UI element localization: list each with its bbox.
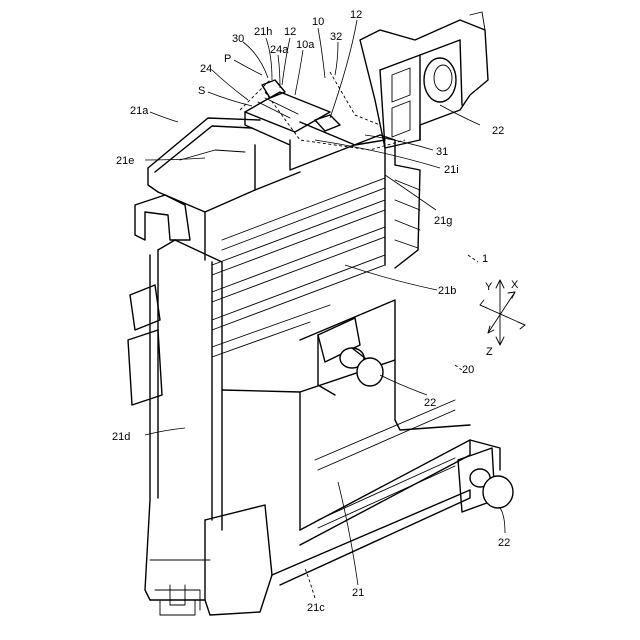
axis-label-z: Z bbox=[486, 346, 493, 358]
label-10: 10 bbox=[312, 16, 324, 28]
axis-label-x: X bbox=[511, 279, 519, 291]
label-21e: 21e bbox=[116, 155, 134, 167]
pin-lower bbox=[458, 448, 513, 512]
label-21h: 21h bbox=[254, 26, 272, 38]
label-22-lower: 22 bbox=[498, 537, 510, 549]
label-21d: 21d bbox=[112, 431, 130, 443]
label-1: 1 bbox=[482, 253, 488, 265]
label-30: 30 bbox=[232, 33, 244, 45]
label-10a: 10a bbox=[296, 39, 315, 51]
pin-middle bbox=[318, 318, 383, 395]
label-24: 24 bbox=[200, 63, 212, 75]
label-21c: 21c bbox=[307, 602, 325, 614]
label-22-top: 22 bbox=[492, 125, 504, 137]
connector-block-top bbox=[360, 12, 488, 148]
label-21: 21 bbox=[352, 587, 364, 599]
label-20: 20 bbox=[462, 364, 474, 376]
main-casing bbox=[145, 118, 500, 615]
ribs bbox=[212, 178, 420, 385]
label-21g: 21g bbox=[434, 215, 452, 227]
label-31: 31 bbox=[436, 146, 448, 158]
leader-lines bbox=[145, 20, 505, 598]
axis-letters: Y X Z bbox=[485, 279, 519, 358]
label-12-left: 12 bbox=[284, 26, 296, 38]
label-12-right: 12 bbox=[350, 9, 362, 21]
axis-label-y: Y bbox=[485, 281, 493, 293]
label-24a: 24a bbox=[270, 44, 289, 56]
label-32: 32 bbox=[330, 31, 342, 43]
label-21i: 21i bbox=[444, 164, 459, 176]
label-22-middle: 22 bbox=[424, 397, 436, 409]
label-P: P bbox=[224, 53, 231, 65]
label-21a: 21a bbox=[130, 105, 149, 117]
label-S: S bbox=[198, 85, 205, 97]
side-clips bbox=[128, 195, 190, 405]
label-21b: 21b bbox=[438, 285, 456, 297]
